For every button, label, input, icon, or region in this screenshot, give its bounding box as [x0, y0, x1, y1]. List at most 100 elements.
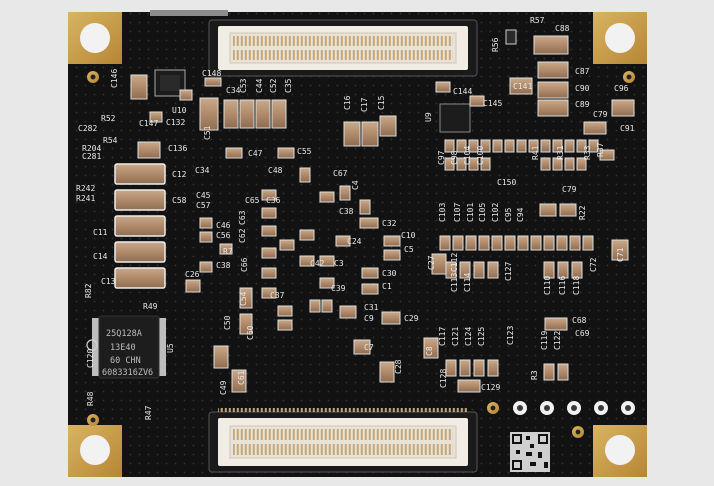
silkscreen-label: C98 — [450, 150, 459, 165]
silkscreen-label: C30 — [382, 269, 397, 278]
silkscreen-label: C87 — [575, 67, 590, 76]
silkscreen-label: C38 — [216, 261, 231, 270]
silkscreen-label: C51 — [203, 125, 212, 140]
silkscreen-label: C112 — [450, 253, 459, 272]
silkscreen-label: C42 — [310, 259, 325, 268]
silkscreen-label: C66 — [240, 257, 249, 272]
silkscreen-label: C79 — [562, 185, 577, 194]
silkscreen-label: C60 — [246, 325, 255, 340]
silkscreen-label: R57 — [530, 16, 545, 25]
capacitor-group-top-left — [130, 69, 295, 159]
silkscreen-label: R204 — [82, 144, 101, 153]
silkscreen-label: C123 — [506, 326, 515, 345]
qr-code — [510, 432, 550, 472]
silkscreen-label: C56 — [216, 231, 231, 240]
silkscreen-label: C65 — [245, 196, 260, 205]
silkscreen-label: C14 — [93, 252, 108, 261]
silkscreen-label: C95 — [504, 207, 513, 222]
silkscreen-label: C3 — [334, 259, 344, 268]
silkscreen-label: C89 — [575, 100, 590, 109]
top-edge-part — [150, 10, 228, 16]
silkscreen-label: R242 — [76, 184, 95, 193]
silkscreen-label: C129 — [481, 383, 500, 392]
silkscreen-label: C119 — [540, 331, 549, 350]
silkscreen-label: C52 — [269, 78, 278, 93]
silkscreen-label: C34 — [195, 166, 210, 175]
silkscreen-label: R7 — [223, 247, 233, 256]
silkscreen-label: C48 — [268, 166, 283, 175]
silkscreen-label: C26 — [185, 270, 200, 279]
silkscreen-label: C58 — [172, 196, 187, 205]
silkscreen-label: C128 — [439, 369, 448, 388]
silkscreen-label: C68 — [572, 316, 587, 325]
silkscreen-label: C282 — [78, 124, 97, 133]
silkscreen-label: R56 — [491, 37, 500, 52]
decoupling-array-center — [149, 89, 447, 393]
silkscreen-label: C103 — [438, 203, 447, 222]
silkscreen-label: C7 — [364, 343, 374, 352]
silkscreen-label: C32 — [382, 219, 397, 228]
silkscreen-label: C12 — [172, 170, 187, 179]
silkscreen-label: C141 — [513, 82, 532, 91]
silkscreen-label: C124 — [464, 327, 473, 346]
silkscreen-label: C5 — [404, 245, 414, 254]
silkscreen-label: C34 — [226, 86, 241, 95]
chip-marking-line: 25Q128A — [106, 329, 142, 339]
silkscreen-label: R47 — [144, 405, 153, 420]
mounting-corner-bottom-right — [593, 425, 647, 477]
silkscreen-label: C281 — [82, 152, 101, 161]
silkscreen-label: C71 — [616, 247, 625, 262]
mounting-corner-top-left — [68, 12, 122, 64]
silkscreen-label: C136 — [168, 144, 187, 153]
silkscreen-label: C79 — [593, 110, 608, 119]
silkscreen-label: C63 — [238, 210, 247, 225]
silkscreen-label: C120 — [86, 349, 95, 368]
silkscreen-label: C16 — [343, 95, 352, 110]
silkscreen-label: C39 — [331, 284, 346, 293]
silkscreen-label: C35 — [284, 78, 293, 93]
silkscreen-label: C17 — [360, 97, 369, 112]
silkscreen-label: C122 — [553, 331, 562, 350]
chip-marking-line: 6083316ZV6 — [102, 368, 153, 378]
silkscreen-label: C62 — [238, 228, 247, 243]
silkscreen-label: R22 — [578, 205, 587, 220]
decoupling-array-upper — [444, 139, 615, 171]
silkscreen-label: C125 — [477, 327, 486, 346]
silkscreen-label: U5 — [166, 343, 175, 353]
silkscreen-label: C24 — [347, 237, 362, 246]
silkscreen-label: C104 — [463, 146, 472, 165]
silkscreen-label: C148 — [202, 69, 221, 78]
silkscreen-label: C57 — [196, 201, 211, 210]
silkscreen-label: C9 — [364, 314, 374, 323]
silkscreen-label: R3 — [530, 370, 539, 380]
silkscreen-label: R54 — [103, 136, 118, 145]
silkscreen-label: C121 — [451, 327, 460, 346]
regulator-u9 — [435, 81, 485, 133]
silkscreen-label: R37 — [596, 142, 605, 157]
silkscreen-label: C94 — [516, 207, 525, 222]
silkscreen-label: R48 — [86, 391, 95, 406]
silkscreen-label: C118 — [572, 276, 581, 295]
mounting-corner-bottom-left — [68, 425, 122, 477]
silkscreen-label: C55 — [297, 147, 312, 156]
silkscreen-label: C147 — [139, 119, 158, 128]
silkscreen-label: C90 — [575, 84, 590, 93]
silkscreen-label: C27 — [427, 255, 436, 270]
silkscreen-label: U10 — [172, 106, 187, 115]
silkscreen-label: C38 — [339, 207, 354, 216]
silkscreen-label: C11 — [93, 228, 108, 237]
silkscreen-label: C49 — [219, 380, 228, 395]
silkscreen-label: C105 — [478, 203, 487, 222]
silkscreen-label: C127 — [504, 262, 513, 281]
silkscreen-label: C53 — [239, 78, 248, 93]
silkscreen-label: C91 — [620, 124, 635, 133]
silkscreen-label: C44 — [255, 78, 264, 93]
silkscreen-label: R241 — [76, 194, 95, 203]
silkscreen-label: R82 — [84, 283, 93, 298]
silkscreen-label: C29 — [404, 314, 419, 323]
silkscreen-label: R41 — [531, 145, 540, 160]
silkscreen-label: C61 — [237, 370, 246, 385]
silkscreen-label: C88 — [555, 24, 570, 33]
silkscreen-label: C150 — [497, 178, 516, 187]
